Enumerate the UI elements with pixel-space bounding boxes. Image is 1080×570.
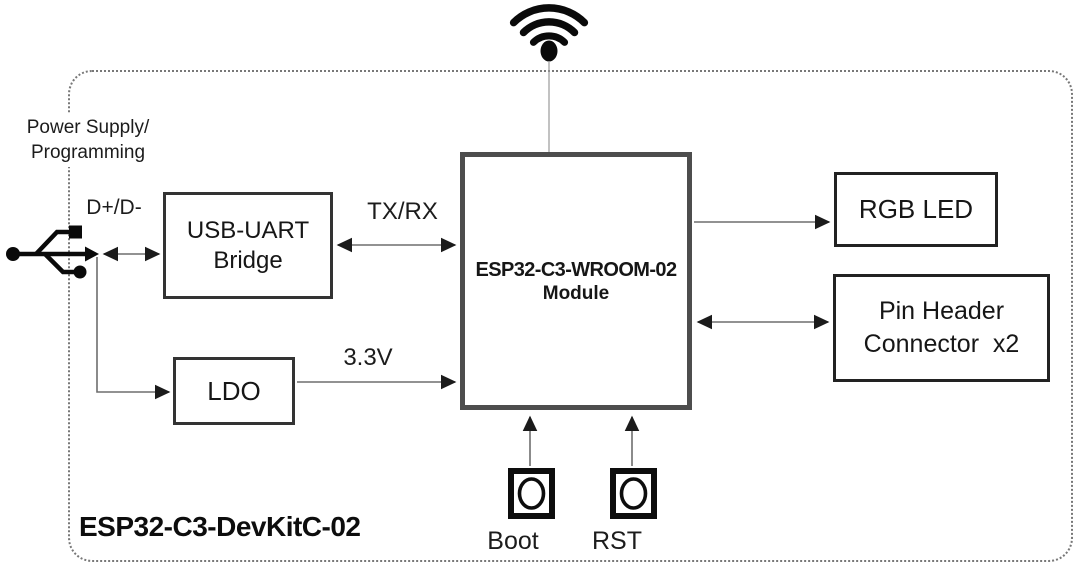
usb-uart-bridge-label-line1: USB-UART [186,216,310,244]
module-name: ESP32-C3-WROOM-02 [475,258,678,281]
board-outline [68,70,1073,562]
rgb-led-label: RGB LED [858,194,974,224]
power-supply-label-line1: Power Supply/ [26,117,150,138]
power-supply-label-line2: Programming [30,142,146,163]
power-supply-label: Power Supply/ Programming [0,113,176,167]
rst-button-label: RST [592,527,642,555]
boot-button-label: Boot [487,527,539,555]
esp32-module-block: ESP32-C3-WROOM-02 Module [460,152,692,410]
pin-header-label-line2: Connector x2 [863,330,1020,358]
pin-header-label-line1: Pin Header [878,297,1005,325]
ldo-block: LDO [173,357,295,425]
usb-uart-bridge-block: USB-UART Bridge [163,192,333,299]
pin-header-block: Pin Header Connector x2 [833,274,1050,382]
module-type: Module [542,282,610,304]
ldo-label: LDO [207,375,261,406]
usb-data-label: D+/D- [86,196,142,219]
usb-uart-bridge-label-line2: Bridge [213,246,283,274]
rgb-led-block: RGB LED [834,172,998,247]
uart-signal-label: TX/RX [367,198,438,225]
board-title: ESP32-C3-DevKitC-02 [79,511,361,542]
supply-rail-label: 3.3V [343,344,393,371]
wifi-antenna-icon [509,4,589,62]
